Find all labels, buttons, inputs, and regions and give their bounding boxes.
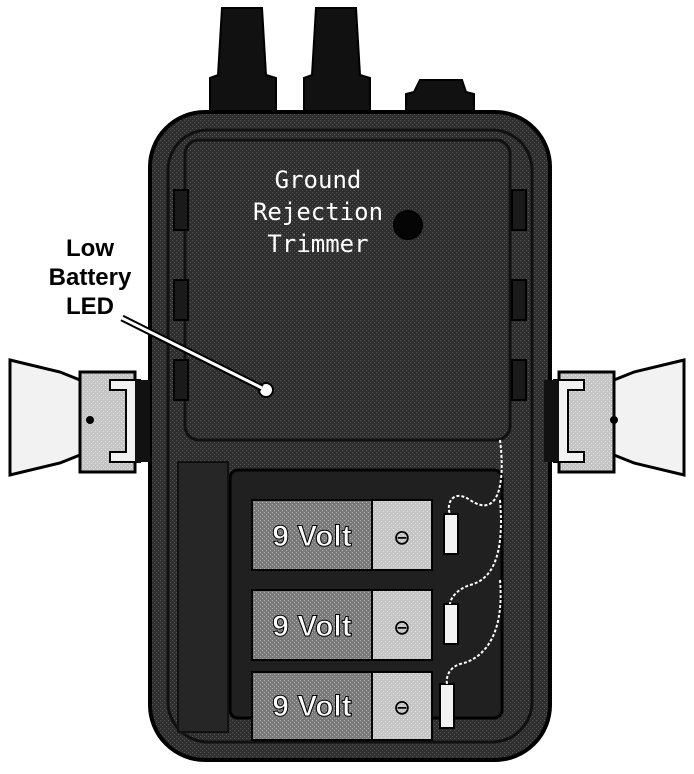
side-notches <box>173 189 527 401</box>
callout-line-1: Low <box>66 235 114 262</box>
device-body-inner <box>166 128 534 744</box>
battery-2: 9 Volt ⊖ <box>251 589 433 661</box>
callout-line-2: Battery <box>49 264 132 291</box>
battery-wires <box>445 439 503 685</box>
panel-label-line-3: Trimmer <box>267 230 368 258</box>
battery-3-terminal: ⊖ <box>394 693 410 723</box>
battery-1-terminal: ⊖ <box>394 523 410 553</box>
top-jacks <box>209 7 475 119</box>
callout-line-3: LED <box>66 293 114 320</box>
battery-2-label: 9 Volt <box>272 610 351 643</box>
battery-3-label: 9 Volt <box>272 690 351 723</box>
panel-label-line-2: Rejection <box>253 198 383 226</box>
battery-1: 9 Volt ⊖ <box>251 499 433 571</box>
battery-1-label: 9 Volt <box>272 520 351 553</box>
trimmer-knob[interactable] <box>393 210 423 240</box>
battery-2-terminal: ⊖ <box>394 613 410 643</box>
right-belt-clip <box>544 358 686 477</box>
battery-snaps <box>439 513 459 729</box>
jack-left <box>209 7 277 113</box>
panel-label-line-1: Ground <box>275 166 362 194</box>
left-belt-clip <box>8 358 150 477</box>
jack-middle <box>303 7 371 113</box>
battery-3: 9 Volt ⊖ <box>251 671 433 741</box>
